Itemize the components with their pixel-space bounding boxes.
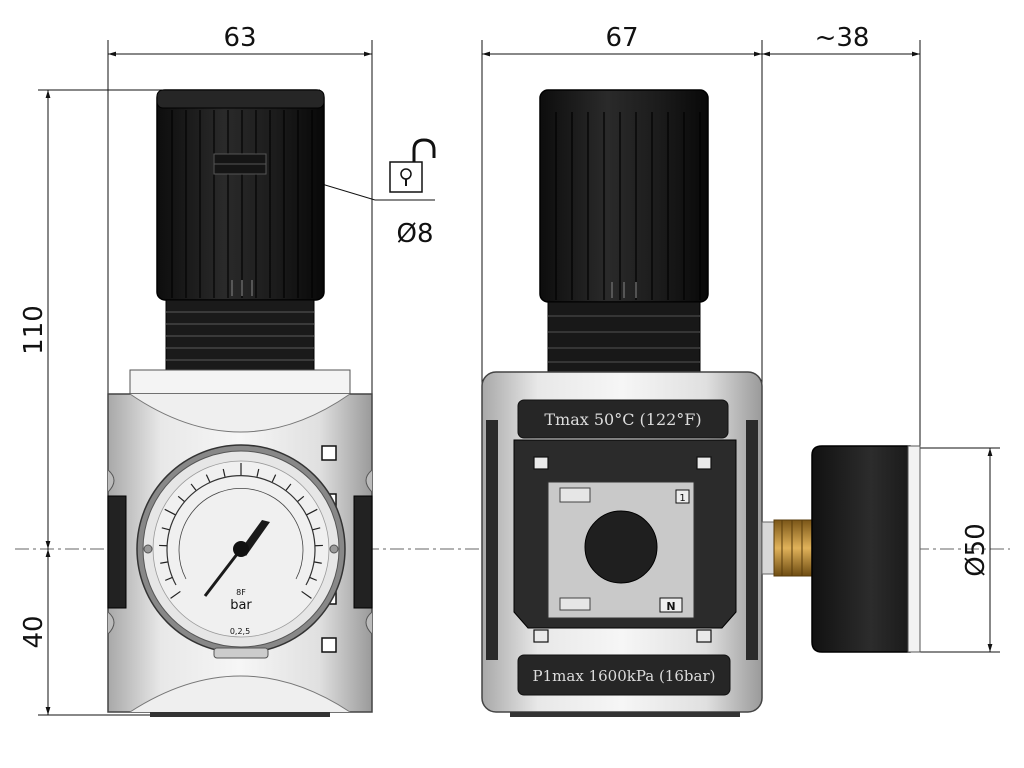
gauge-tick (256, 468, 260, 477)
gauge-tick (312, 527, 321, 531)
gauge-tick (313, 561, 322, 564)
port-n-label: N (666, 600, 675, 613)
dimension-lines (38, 40, 1000, 716)
dim-total-height: 110 (19, 305, 49, 355)
gauge-tiny-text: 8F (236, 588, 246, 597)
front-knob (156, 89, 325, 371)
gauge-tick (165, 576, 173, 581)
dim-side-width: 67 (605, 23, 638, 53)
gauge-tick (160, 561, 169, 564)
gauge-tick (301, 590, 312, 599)
gauge-small-text: 0,2,5 (230, 627, 250, 636)
gauge-tick (161, 527, 170, 531)
dim-front-width: 63 (223, 23, 256, 53)
dim-lower-height: 40 (19, 615, 49, 648)
dim-gauge-diameter: Ø50 (961, 523, 991, 577)
gauge-unit: bar (230, 598, 252, 613)
gauge-tick (190, 483, 197, 491)
port-1-label: 1 (679, 493, 685, 504)
gauge-tick (297, 495, 305, 502)
tmax-label: Tmax 50°C (122°F) (544, 410, 701, 429)
gauge-tick (306, 508, 318, 516)
dim-lock-diameter: Ø8 (396, 219, 433, 249)
gauge-tick (170, 590, 181, 599)
side-knob (539, 89, 709, 373)
unlocked-padlock-icon (389, 138, 436, 193)
dimension-text: 63 67 ~38 110 40 Ø8 Ø50 (19, 23, 991, 649)
p1max-label: P1max 1600kPa (16bar) (533, 667, 716, 685)
gauge-tick (271, 474, 277, 483)
gauge-tick (177, 495, 185, 502)
gauge-tick (205, 474, 211, 483)
gauge-tick (164, 508, 176, 516)
gauge-tick (309, 576, 317, 581)
side-gauge (761, 445, 921, 653)
gauge-tick (285, 483, 292, 491)
side-body: Tmax 50°C (122°F) P1max 1600kPa (16bar) … (481, 371, 763, 717)
side-view: Tmax 50°C (122°F) P1max 1600kPa (16bar) … (481, 89, 921, 717)
front-view: 8F bar 0,2,5 (107, 89, 373, 717)
dim-gauge-depth: ~38 (815, 23, 870, 53)
front-gauge: 8F bar 0,2,5 (136, 444, 346, 659)
gauge-tick (222, 468, 226, 477)
